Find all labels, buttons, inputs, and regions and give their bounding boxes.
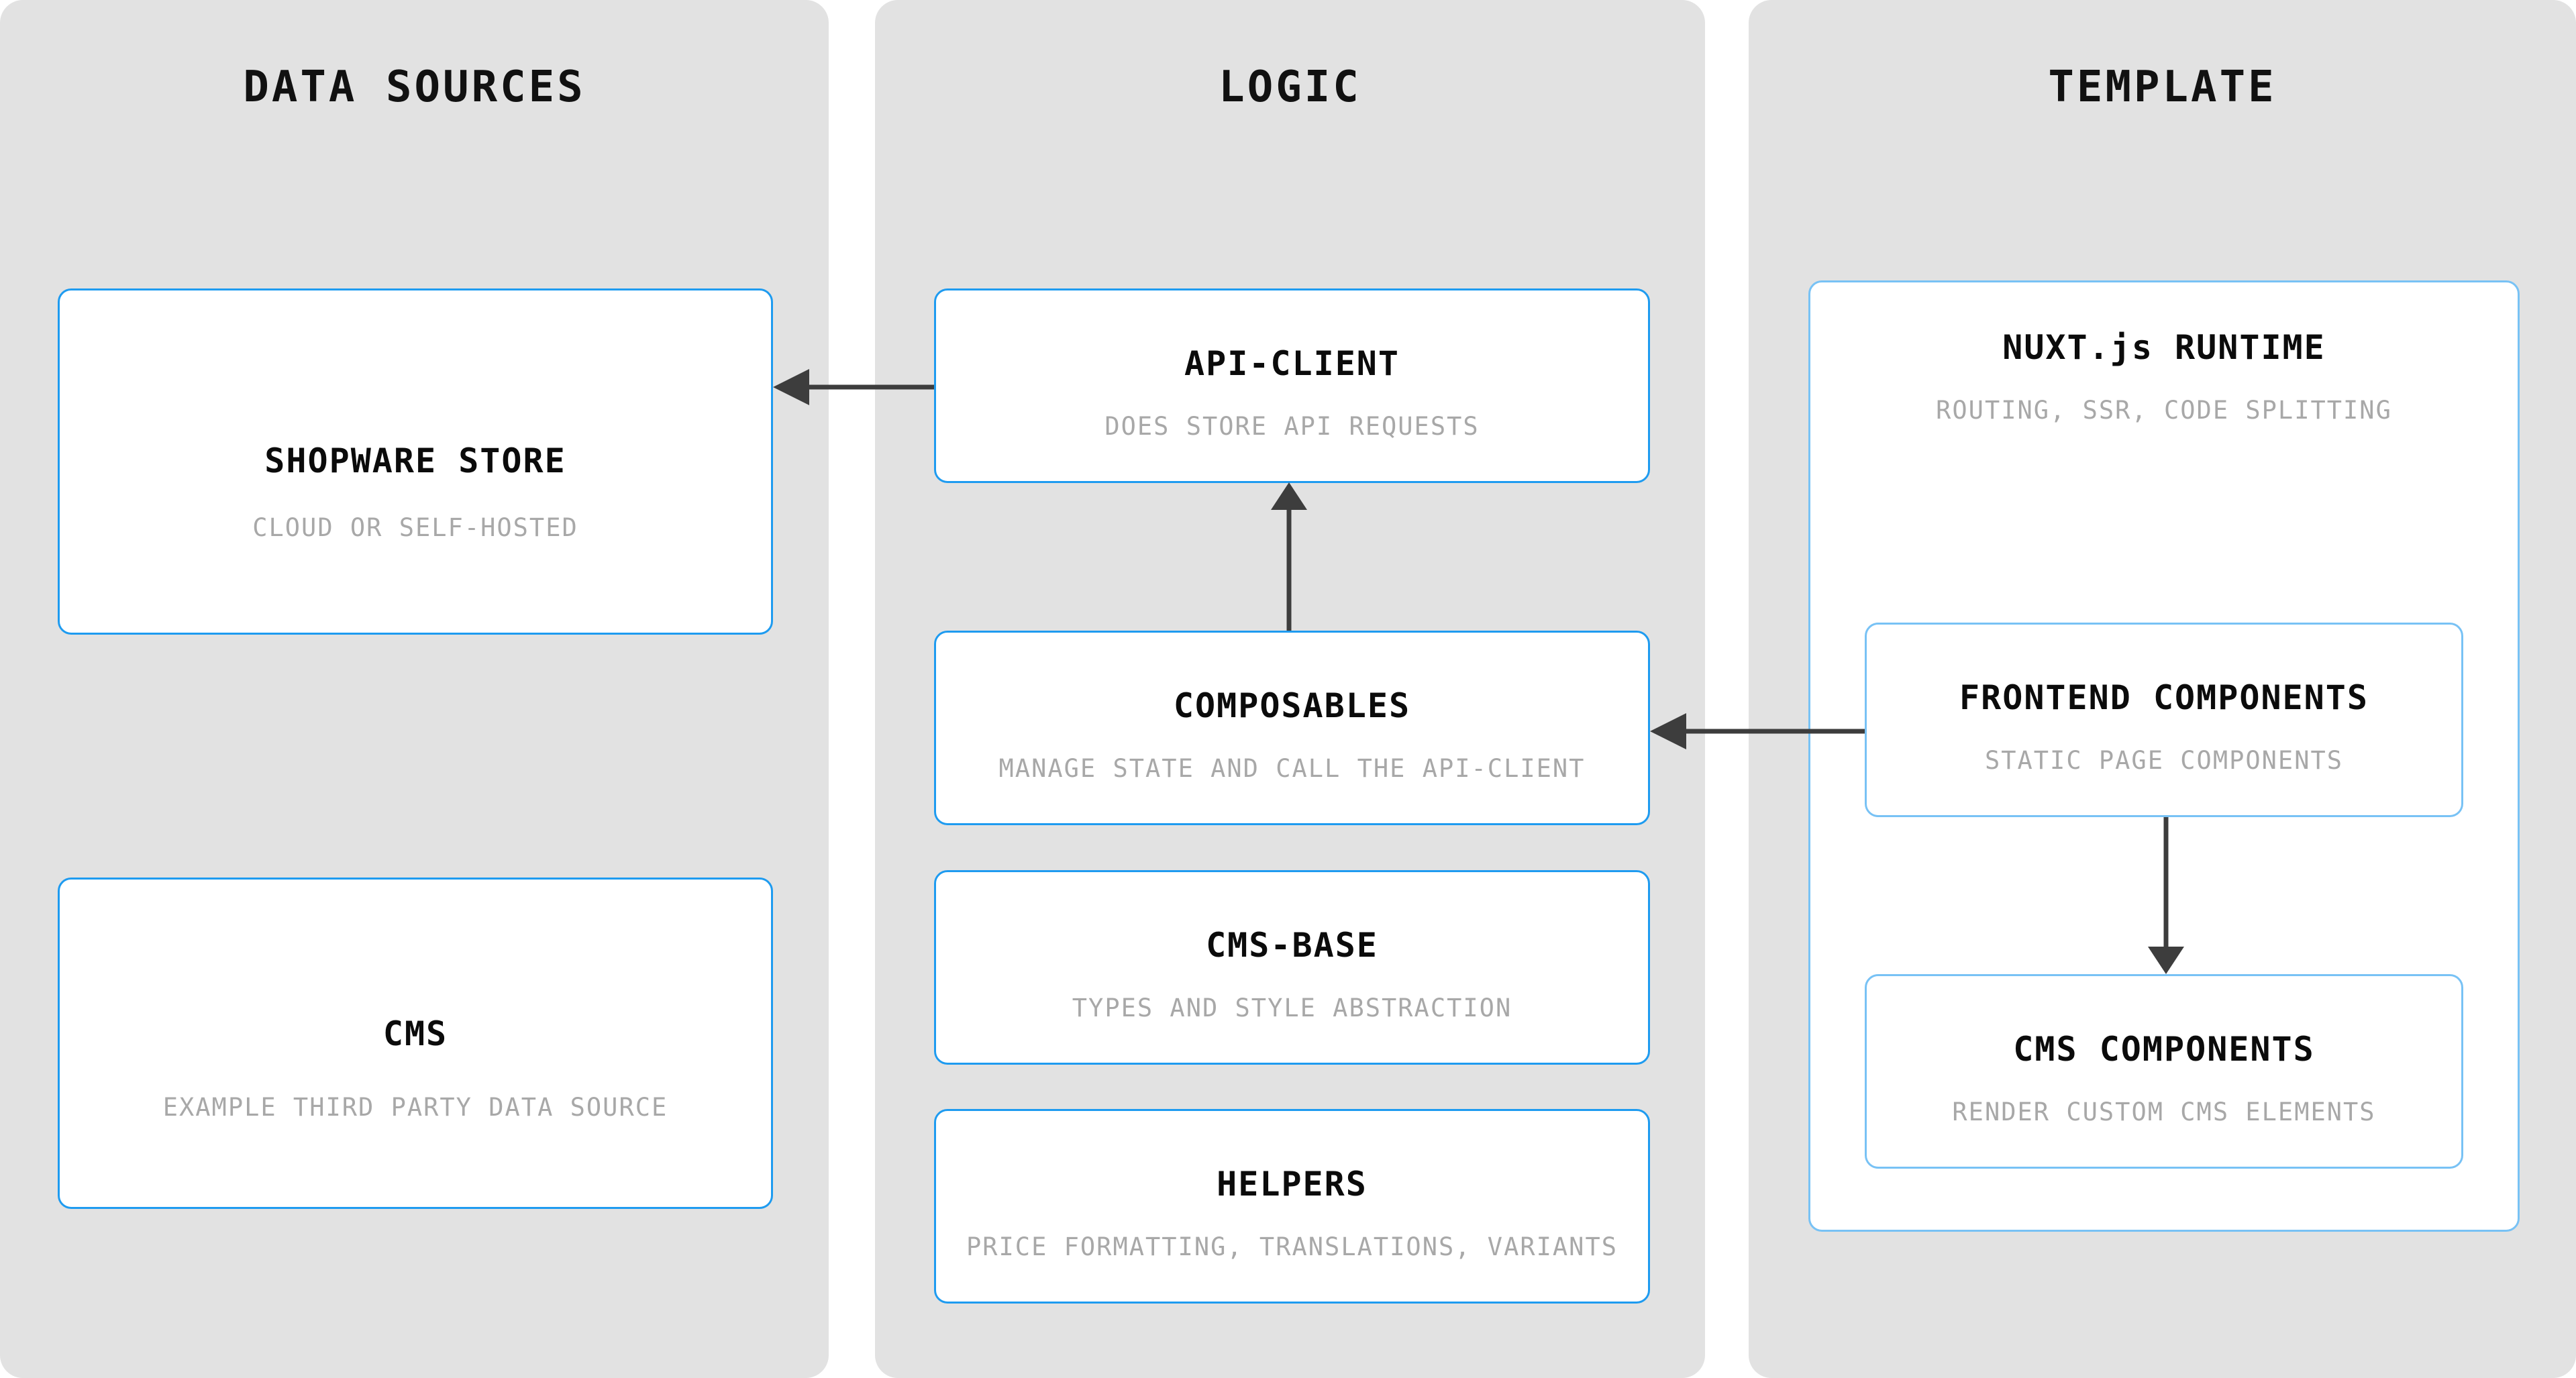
node-subtitle-frontend-components: STATIC PAGE COMPONENTS — [1984, 746, 2344, 776]
node-subtitle-nuxt-runtime: ROUTING, SSR, CODE SPLITTING — [1936, 396, 2392, 425]
node-subtitle-api-client: DOES STORE API REQUESTS — [1104, 412, 1480, 441]
node-subtitle-shopware-store: CLOUD OR SELF-HOSTED — [252, 513, 578, 543]
node-title-helpers: HELPERS — [1217, 1165, 1368, 1204]
node-subtitle-cms: EXAMPLE THIRD PARTY DATA SOURCE — [162, 1093, 668, 1122]
column-title-logic: LOGIC — [1219, 62, 1361, 112]
node-shopware-store[interactable]: SHOPWARE STORE CLOUD OR SELF-HOSTED — [58, 288, 773, 635]
column-title-data-sources: DATA SOURCES — [243, 62, 586, 112]
node-subtitle-helpers: PRICE FORMATTING, TRANSLATIONS, VARIANTS — [966, 1232, 1618, 1262]
node-helpers[interactable]: HELPERS PRICE FORMATTING, TRANSLATIONS, … — [934, 1109, 1650, 1304]
node-title-composables: COMPOSABLES — [1173, 686, 1411, 726]
node-cms-components[interactable]: CMS COMPONENTS RENDER CUSTOM CMS ELEMENT… — [1865, 974, 2463, 1169]
node-subtitle-cms-components: RENDER CUSTOM CMS ELEMENTS — [1952, 1098, 2376, 1127]
node-subtitle-composables: MANAGE STATE AND CALL THE API-CLIENT — [998, 754, 1586, 784]
node-api-client[interactable]: API-CLIENT DOES STORE API REQUESTS — [934, 288, 1650, 483]
node-title-cms-base: CMS-BASE — [1206, 926, 1378, 965]
column-title-template: TEMPLATE — [2048, 62, 2277, 112]
node-subtitle-cms-base: TYPES AND STYLE ABSTRACTION — [1072, 994, 1512, 1023]
node-cms-base[interactable]: CMS-BASE TYPES AND STYLE ABSTRACTION — [934, 870, 1650, 1065]
node-composables[interactable]: COMPOSABLES MANAGE STATE AND CALL THE AP… — [934, 631, 1650, 825]
node-frontend-components[interactable]: FRONTEND COMPONENTS STATIC PAGE COMPONEN… — [1865, 623, 2463, 817]
node-title-nuxt-runtime: NUXT.js RUNTIME — [2002, 328, 2326, 367]
node-title-frontend-components: FRONTEND COMPONENTS — [1959, 678, 2369, 718]
node-title-api-client: API-CLIENT — [1184, 344, 1400, 384]
node-title-shopware-store: SHOPWARE STORE — [264, 441, 566, 481]
node-title-cms-components: CMS COMPONENTS — [2013, 1030, 2315, 1069]
node-cms[interactable]: CMS EXAMPLE THIRD PARTY DATA SOURCE — [58, 878, 773, 1209]
node-title-cms: CMS — [382, 1014, 448, 1054]
